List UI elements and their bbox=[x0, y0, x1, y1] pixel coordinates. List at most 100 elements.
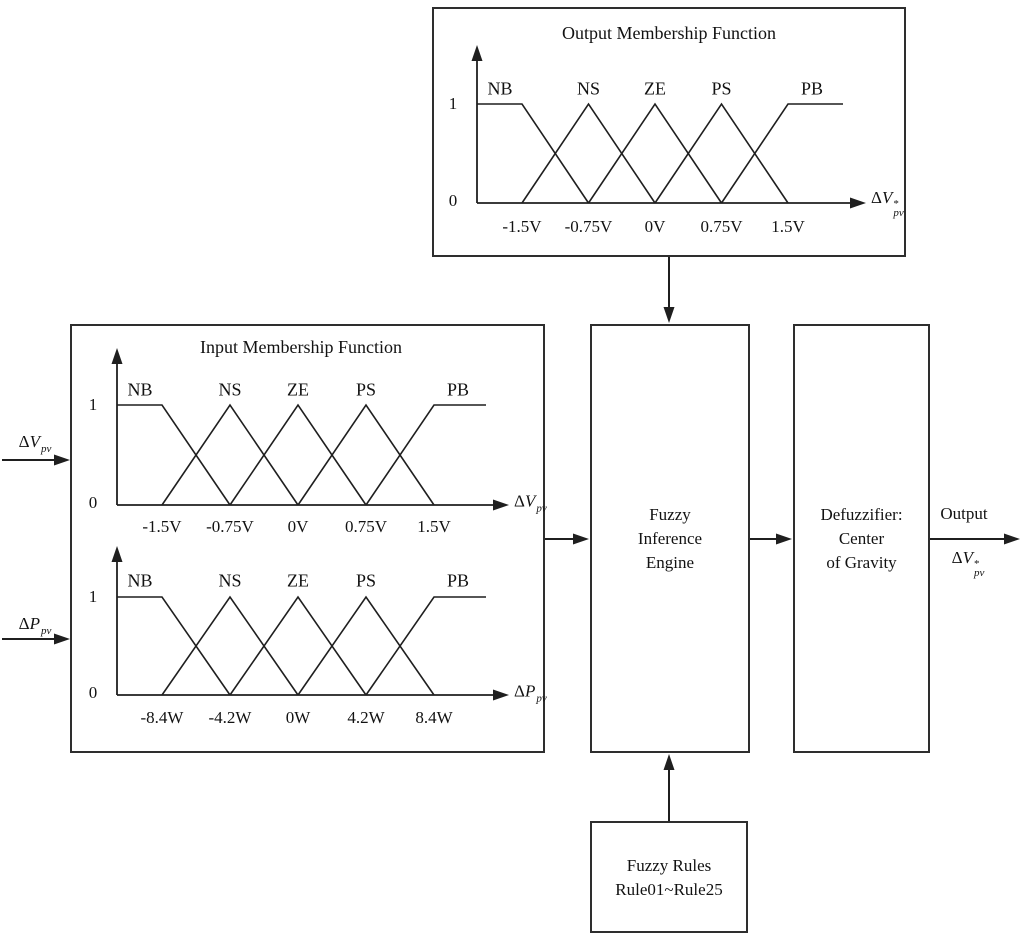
input_p-curve-PS bbox=[297, 595, 435, 696]
output_mf-set-label-PS: PS bbox=[711, 78, 732, 99]
signal-subscript: pv bbox=[973, 567, 985, 579]
input_p-y-axis-head bbox=[111, 546, 123, 562]
input_p-set-label-ZE: ZE bbox=[287, 570, 309, 591]
output_mf-set-label-PB: PB bbox=[800, 78, 824, 99]
input_v-curve-PB bbox=[365, 404, 486, 506]
output_mf-curve-PS bbox=[654, 102, 789, 204]
output_mf-set-label-NS: NS bbox=[576, 78, 601, 99]
signal-superscript: * bbox=[973, 558, 980, 570]
output_mf-y-tick-label-1: 1 bbox=[448, 94, 458, 113]
arrow-inference-engine-to-defuzzifier-head bbox=[776, 533, 792, 545]
input_v-x-tick-label: 0V bbox=[287, 517, 309, 536]
input-signal-delta-v-pv: ΔVpv bbox=[4, 431, 66, 460]
signal-subscript: pv bbox=[536, 502, 547, 515]
input_p-axis-signal-label: ΔPpv bbox=[514, 682, 547, 705]
input_v-axis-signal-label: ΔVpv bbox=[514, 492, 547, 515]
input_p-y-tick-label-0: 0 bbox=[88, 683, 98, 702]
input_v-set-label-PS: PS bbox=[355, 379, 377, 400]
output_mf-x-axis-head bbox=[850, 197, 866, 209]
output_mf-y-axis-head bbox=[471, 45, 483, 61]
input_v-x-tick-label: 1.5V bbox=[417, 517, 451, 536]
output_mf-y-tick-label-0: 0 bbox=[448, 191, 458, 210]
input_p-y-tick-label-1: 1 bbox=[88, 587, 98, 606]
arrow-input-delta-v-pv-head bbox=[54, 454, 70, 466]
fie-line2: Inference bbox=[637, 529, 703, 548]
defuzzifier-line3: of Gravity bbox=[826, 553, 897, 572]
input_v-curve-NB bbox=[117, 404, 231, 506]
input_p-x-tick-label: 4.2W bbox=[347, 708, 385, 727]
input-membership-function-box bbox=[70, 324, 545, 753]
input_v-set-label-NB: NB bbox=[127, 379, 153, 400]
arrow-inputmf-to-inference-engine-head bbox=[573, 533, 589, 545]
signal-sup-sub-stack: *pv bbox=[893, 198, 904, 219]
input_p-x-axis-head bbox=[493, 689, 509, 701]
input_v-curve-ZE bbox=[229, 403, 367, 506]
output_mf-set-label-NB: NB bbox=[487, 78, 513, 99]
fuzzy-rules-line2: Rule01~Rule25 bbox=[615, 880, 723, 899]
fie-line1: Fuzzy bbox=[649, 505, 691, 524]
signal-sup-sub-stack: *pv bbox=[973, 558, 985, 579]
input_p-set-label-PS: PS bbox=[355, 570, 377, 591]
input_p-x-tick-label: 0W bbox=[285, 708, 311, 727]
input_v-y-axis-head bbox=[111, 348, 123, 364]
delta-symbol: Δ bbox=[514, 491, 525, 511]
signal-variable: P bbox=[29, 614, 40, 633]
fuzzy-rules-box bbox=[590, 821, 748, 933]
fuzzy-inference-engine-box bbox=[590, 324, 750, 753]
input_v-set-label-ZE: ZE bbox=[287, 379, 309, 400]
fuzzy-rules-line1: Fuzzy Rules bbox=[626, 856, 712, 875]
defuzzifier-label: Defuzzifier: Center of Gravity bbox=[793, 503, 930, 575]
output_mf-x-tick-label: -0.75V bbox=[564, 217, 613, 236]
signal-variable: V bbox=[524, 491, 536, 511]
input_v-curve-NS bbox=[161, 403, 299, 506]
input_v-x-tick-label: -0.75V bbox=[206, 517, 254, 536]
output_mf-curve-ZE bbox=[587, 102, 723, 204]
output_mf-set-label-ZE: ZE bbox=[644, 78, 666, 99]
input-mf-title: Input Membership Function bbox=[200, 337, 402, 357]
signal-variable: P bbox=[524, 681, 536, 701]
signal-superscript: * bbox=[893, 198, 899, 210]
arrow-defuzzifier-to-output-head bbox=[1004, 533, 1020, 545]
defuzzifier-box bbox=[793, 324, 930, 753]
output_mf-x-tick-label: 1.5V bbox=[771, 217, 805, 236]
signal-variable: V bbox=[962, 548, 973, 567]
input_v-x-axis-head bbox=[493, 499, 509, 511]
delta-symbol: Δ bbox=[951, 548, 963, 567]
signal-variable: V bbox=[881, 188, 893, 207]
input_p-x-tick-label: -4.2W bbox=[208, 708, 252, 727]
output_mf-x-tick-label: 0.75V bbox=[700, 217, 743, 236]
input_v-y-tick-label-1: 1 bbox=[88, 395, 98, 414]
signal-subscript: pv bbox=[40, 625, 52, 637]
input_p-set-label-NS: NS bbox=[218, 570, 242, 591]
input_p-curve-ZE bbox=[229, 595, 367, 696]
output-mf-title: Output Membership Function bbox=[562, 23, 776, 43]
arrow-input-delta-p-pv-head bbox=[54, 633, 70, 645]
output_mf-x-tick-label: -1.5V bbox=[502, 217, 542, 236]
output_mf-curve-PB bbox=[720, 103, 843, 204]
input_v-x-tick-label: -1.5V bbox=[142, 517, 182, 536]
signal-variable: V bbox=[29, 432, 40, 451]
output-membership-function-box bbox=[432, 7, 906, 257]
output_mf-axis-signal-label: ΔV*pv bbox=[871, 188, 904, 219]
signal-subscript: pv bbox=[893, 207, 904, 219]
input_p-curve-NB bbox=[117, 596, 231, 696]
signal-subscript: pv bbox=[40, 443, 52, 455]
input_v-x-tick-label: 0.75V bbox=[344, 517, 388, 536]
input_p-set-label-NB: NB bbox=[127, 570, 153, 591]
defuzzifier-line2: Center bbox=[838, 529, 885, 548]
input_v-curve-PS bbox=[297, 403, 435, 506]
fuzzy-inference-engine-label: Fuzzy Inference Engine bbox=[590, 503, 750, 575]
arrow-rules-to-inference-engine-head bbox=[663, 754, 675, 770]
input_v-y-tick-label-0: 0 bbox=[88, 493, 98, 512]
output_mf-curve-NS bbox=[521, 102, 656, 204]
signal-subscript: pv bbox=[536, 692, 547, 705]
input_v-set-label-NS: NS bbox=[218, 379, 242, 400]
arrow-outputmf-to-inference-engine-head bbox=[663, 307, 675, 323]
defuzzifier-line1: Defuzzifier: bbox=[820, 505, 903, 524]
input_p-set-label-PB: PB bbox=[446, 570, 470, 591]
delta-symbol: Δ bbox=[18, 614, 30, 633]
delta-symbol: Δ bbox=[18, 432, 30, 451]
input_p-x-tick-label: -8.4W bbox=[140, 708, 184, 727]
